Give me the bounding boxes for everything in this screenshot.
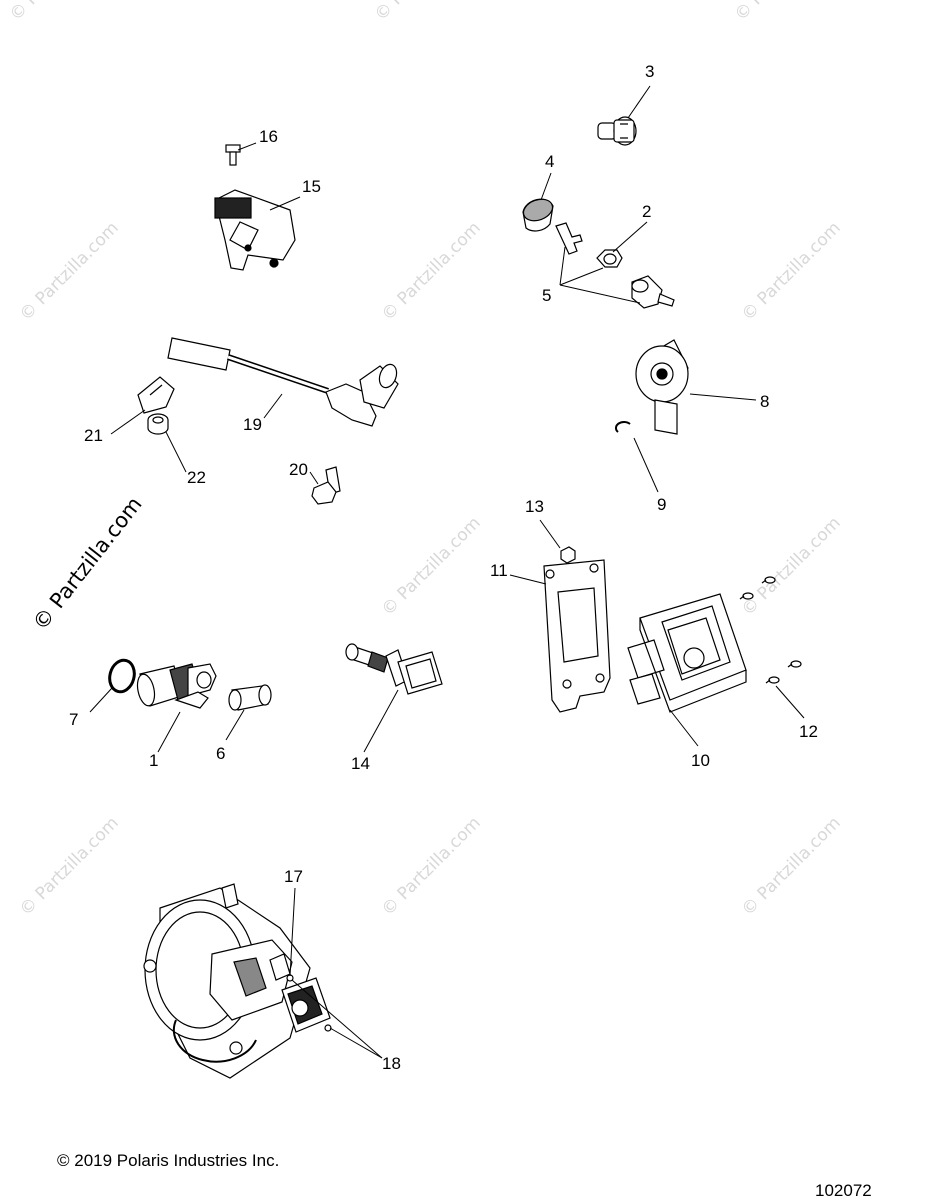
ecu-module-icon [627,593,747,713]
throttle-position-sensor-icon [209,939,331,1033]
cam-position-sensor-icon [136,663,217,709]
callout-7: 7 [69,710,79,729]
leader-lines [89,85,805,1059]
bolt-icon [560,546,576,564]
callout-2: 2 [642,202,652,221]
callout-15: 15 [302,177,321,196]
cap-icon [522,198,554,232]
sleeve-icon [228,684,272,711]
grommet-icon [147,413,169,435]
callout-18: 18 [382,1054,401,1073]
bolt-icon [225,144,241,166]
retaining-clip-icon [615,420,631,433]
bracket-clip-icon [555,222,583,255]
callout-14: 14 [351,754,370,773]
copyright-notice: © 2019 Polaris Industries Inc. [57,1151,280,1170]
ecu-bracket-icon [543,559,611,713]
callout-11: 11 [490,561,508,580]
sensor-icon [631,275,675,309]
knock-sensor-icon [635,339,689,435]
callout-12: 12 [799,722,818,741]
sensor-cap-icon [597,116,637,146]
o-ring-icon [108,658,136,694]
callout-1: 1 [149,751,159,770]
callout-16: 16 [259,127,278,146]
screw-icon [739,576,802,684]
callout-13: 13 [525,497,544,516]
nut-icon [596,249,623,268]
clamp-icon [137,376,175,414]
temperature-sensor-icon [345,643,443,695]
callout-19: 19 [243,415,262,434]
map-sensor-icon [214,189,296,271]
callout-3: 3 [645,62,655,81]
callout-20: 20 [289,460,308,479]
callout-10: 10 [691,751,710,770]
callout-8: 8 [760,392,770,411]
callout-4: 4 [545,152,555,171]
callout-21: 21 [84,426,103,445]
callout-22: 22 [187,468,206,487]
callout-17: 17 [284,867,303,886]
callout-6: 6 [216,744,226,763]
flange-bolt-icon [311,466,341,505]
callout-5: 5 [542,286,552,305]
oxygen-sensor-icon [167,337,399,427]
drawing-number: 102072 [815,1181,872,1200]
callout-9: 9 [657,495,667,514]
